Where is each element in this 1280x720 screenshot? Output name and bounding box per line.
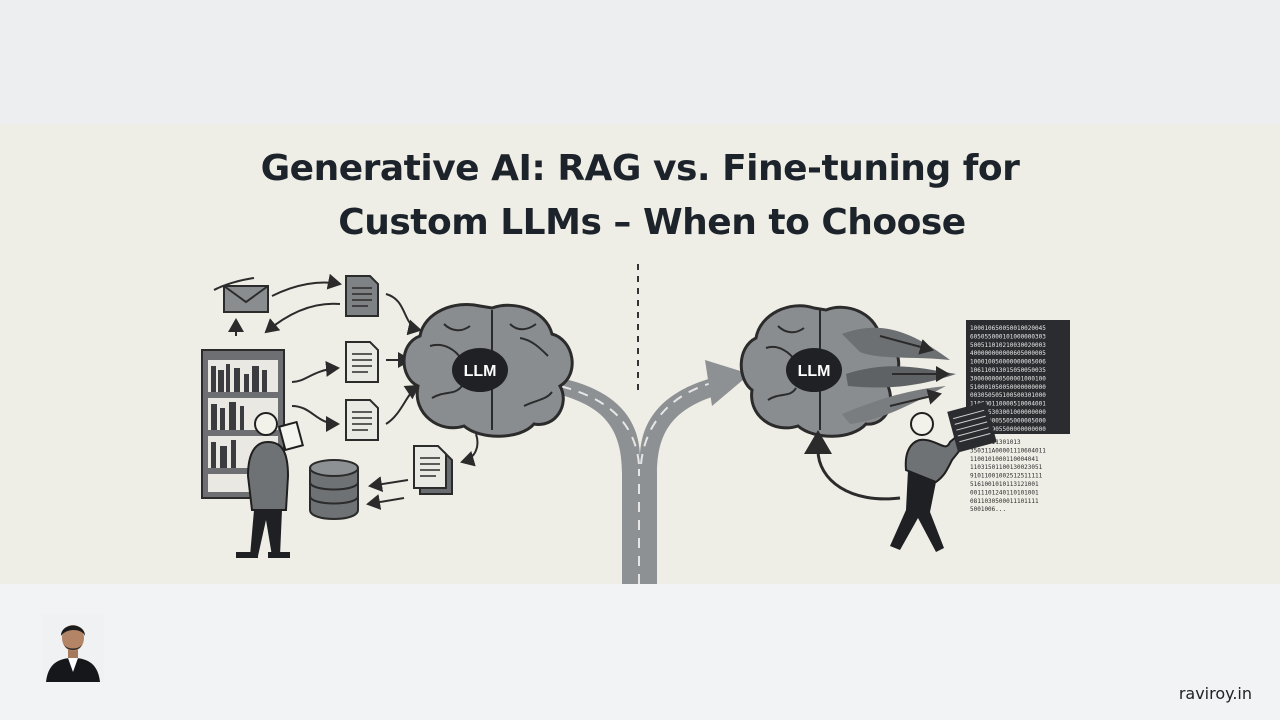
binary-line: 000000905500000000000 [970,426,1046,433]
binary-line: 300000000500001000100 [970,375,1046,382]
binary-line: 500511010210030020003 [970,342,1046,349]
binary-line: 100010650050010020045 [970,325,1046,332]
brand-link[interactable]: raviroy.in [1178,684,1252,703]
rag-vs-finetuning-illustration: LLM LLM [201,264,1070,584]
binary-line: 350311A00001110604011 [970,447,1046,454]
person-photo-icon [42,614,104,682]
bottom-background-band [0,584,1280,720]
binary-line: 106110013015050050035 [970,367,1046,374]
title-line-1: Generative AI: RAG vs. Fine-tuning for [260,148,1020,189]
person-reading-icon [236,412,305,558]
binary-line: 203150005505000005000 [970,417,1046,424]
document-icon [345,275,379,317]
person-carrying-data-icon [890,401,997,552]
binary-line: 100010050000000005006 [970,359,1046,366]
document-stack-icon [413,445,453,495]
feedback-arrow-icon [804,430,832,454]
road-arrow-icon [705,360,750,406]
rag-flow-arrows [213,273,479,510]
data-stream-icon [804,327,956,501]
binary-line: 1100101000110004041 [970,456,1039,463]
binary-line: 0011101240110101001 [970,489,1039,496]
title-line-2: Custom LLMs – When to Choose [338,202,966,243]
document-icon [345,399,379,441]
binary-line: 5001006... [970,506,1006,513]
binary-line: 0811030500011101111 [970,498,1039,505]
slide-title: Generative AI: RAG vs. Fine-tuning for C… [0,142,1280,250]
email-icon [223,285,269,313]
top-background-band [0,0,1280,124]
binary-line: 11031501100130023051 [970,464,1043,471]
document-icon [345,341,379,383]
database-icon [309,459,359,520]
binary-line: 100005303001000000000 [970,409,1046,416]
binary-line: 510001050050000000000 [970,384,1046,391]
binary-line: 110000110000510004001 [970,401,1046,408]
binary-line: 01001011301013 [970,439,1021,446]
left-brain-label: LLM [464,363,497,380]
author-avatar [42,614,104,682]
binary-line: 003050505100500301000 [970,392,1046,399]
right-brain-label: LLM [798,363,831,380]
binary-line: 5161001010113121001 [970,481,1039,488]
road-fork [550,264,750,584]
binary-line: 605055000101000000303 [970,333,1046,340]
left-brain-icon: LLM [402,303,574,438]
document-icons [345,275,453,495]
slide-canvas: Generative AI: RAG vs. Fine-tuning for C… [0,124,1280,584]
binary-line: 400000000000605000005 [970,350,1046,357]
binary-line: 91011001002512511111 [970,473,1043,480]
